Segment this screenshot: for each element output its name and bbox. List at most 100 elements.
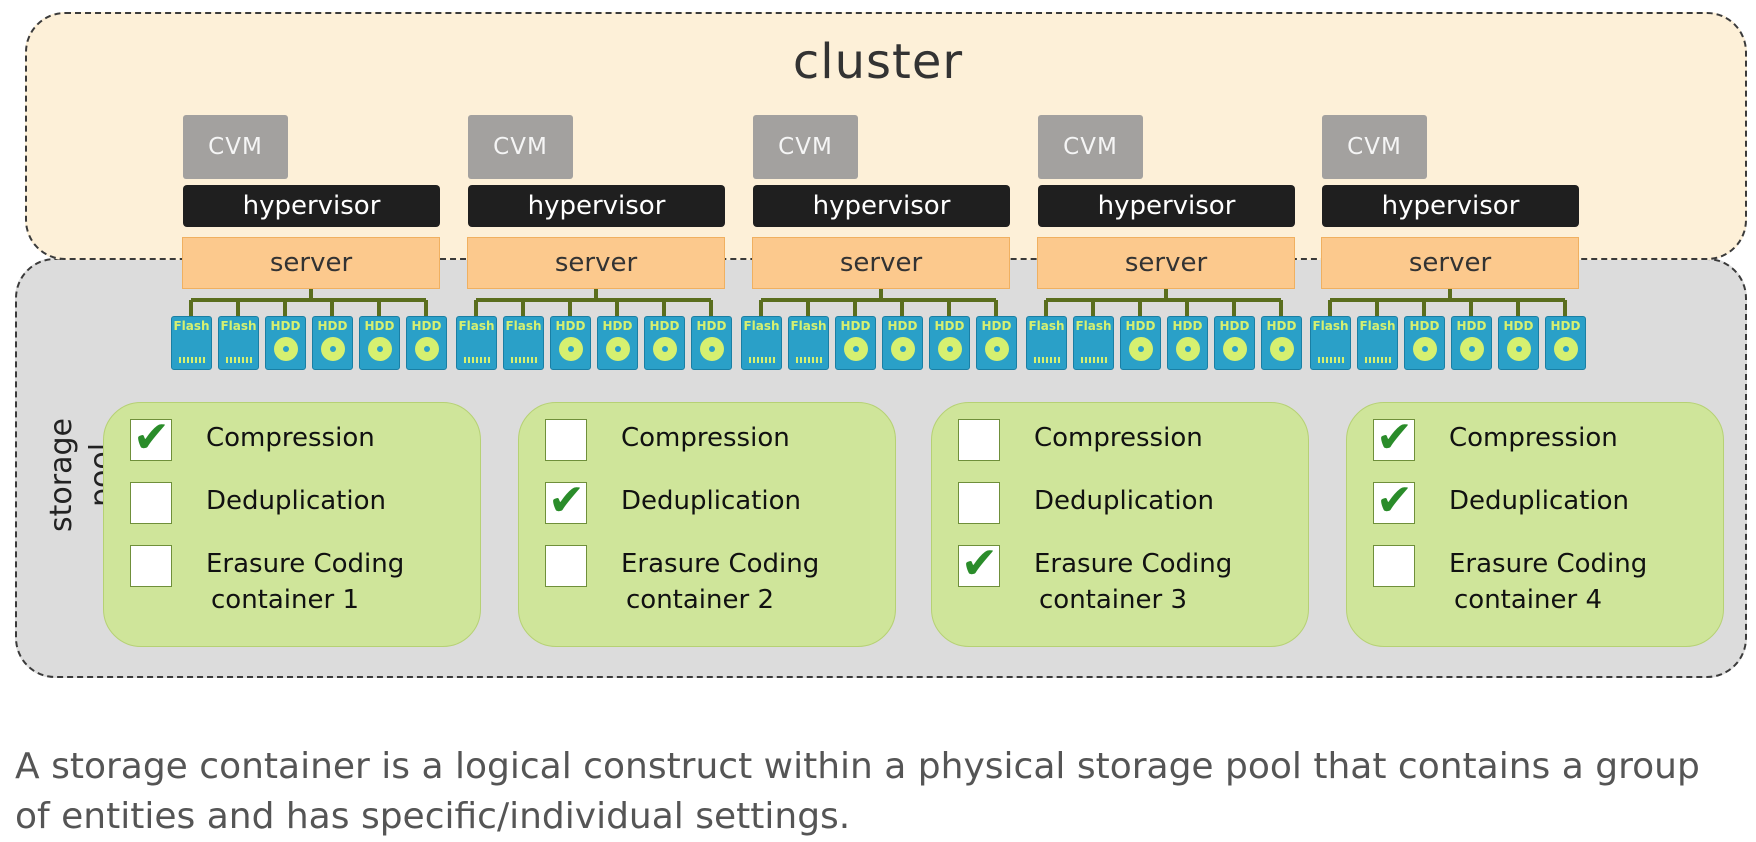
flash-disk-icon: Flash xyxy=(456,316,497,370)
platter-icon xyxy=(985,337,1009,361)
hdd-disk-icon: HDD xyxy=(1404,316,1445,370)
disk-label: Flash xyxy=(1028,319,1065,333)
flash-disk-icon: Flash xyxy=(788,316,829,370)
option-checkbox[interactable]: ✔ xyxy=(1373,475,1415,526)
hypervisor-block: hypervisor xyxy=(183,185,440,227)
disk-label: HDD xyxy=(1125,319,1156,333)
option-checkbox[interactable] xyxy=(130,545,172,587)
option-checkbox[interactable] xyxy=(130,482,172,524)
option-checkbox[interactable] xyxy=(958,419,1000,461)
checkmark-icon: ✔ xyxy=(961,538,998,589)
platter-icon xyxy=(1413,337,1437,361)
hdd-disk-icon: HDD xyxy=(691,316,732,370)
option-checkbox[interactable]: ✔ xyxy=(545,475,587,526)
cluster-label: cluster xyxy=(792,34,964,90)
option-label: Deduplication xyxy=(621,486,801,516)
platter-icon xyxy=(1223,337,1247,361)
platter-icon xyxy=(1176,337,1200,361)
cvm-block: CVM xyxy=(1038,115,1143,179)
platter-icon xyxy=(1554,337,1578,361)
disk-label: HDD xyxy=(602,319,633,333)
option-checkbox[interactable] xyxy=(545,419,587,461)
platter-icon xyxy=(938,337,962,361)
chip-icon xyxy=(749,357,776,363)
hdd-disk-icon: HDD xyxy=(1167,316,1208,370)
cvm-block: CVM xyxy=(753,115,858,179)
disk-label: Flash xyxy=(790,319,827,333)
option-checkbox[interactable] xyxy=(545,545,587,587)
checkmark-icon: ✔ xyxy=(1376,475,1413,526)
platter-icon xyxy=(606,337,630,361)
platter-icon xyxy=(700,337,724,361)
chip-icon xyxy=(1365,357,1392,363)
flash-disk-icon: Flash xyxy=(171,316,212,370)
hdd-disk-icon: HDD xyxy=(1451,316,1492,370)
flash-disk-icon: Flash xyxy=(1026,316,1067,370)
hdd-disk-icon: HDD xyxy=(1261,316,1302,370)
server-block: server xyxy=(1321,237,1579,289)
flash-disk-icon: Flash xyxy=(1073,316,1114,370)
disk-label: Flash xyxy=(1312,319,1349,333)
chip-icon xyxy=(1081,357,1108,363)
disk-label: Flash xyxy=(505,319,542,333)
disk-label: HDD xyxy=(270,319,301,333)
hdd-disk-icon: HDD xyxy=(265,316,306,370)
option-checkbox[interactable]: ✔ xyxy=(1373,416,1415,461)
platter-icon xyxy=(844,337,868,361)
hdd-disk-icon: HDD xyxy=(406,316,447,370)
hdd-disk-icon: HDD xyxy=(1120,316,1161,370)
option-label: Erasure Coding xyxy=(1449,549,1648,579)
disk-label: HDD xyxy=(1503,319,1534,333)
platter-icon xyxy=(1507,337,1531,361)
platter-icon xyxy=(1460,337,1484,361)
option-label: Deduplication xyxy=(1034,486,1214,516)
hypervisor-block: hypervisor xyxy=(1322,185,1579,227)
container-name: container 2 xyxy=(626,585,775,615)
flash-disk-icon: Flash xyxy=(503,316,544,370)
disk-label: HDD xyxy=(1409,319,1440,333)
chip-icon xyxy=(464,357,491,363)
hypervisor-block: hypervisor xyxy=(753,185,1010,227)
platter-icon xyxy=(368,337,392,361)
server-block: server xyxy=(467,237,725,289)
disk-label: HDD xyxy=(934,319,965,333)
disk-label: Flash xyxy=(743,319,780,333)
disk-label: HDD xyxy=(1219,319,1250,333)
disk-label: Flash xyxy=(1359,319,1396,333)
checkmark-icon: ✔ xyxy=(133,412,170,463)
cvm-block: CVM xyxy=(183,115,288,179)
platter-icon xyxy=(653,337,677,361)
flash-disk-icon: Flash xyxy=(1310,316,1351,370)
platter-icon xyxy=(1270,337,1294,361)
platter-icon xyxy=(559,337,583,361)
platter-icon xyxy=(321,337,345,361)
platter-icon xyxy=(415,337,439,361)
disk-label: HDD xyxy=(696,319,727,333)
disk-label: Flash xyxy=(1075,319,1112,333)
option-label: Compression xyxy=(621,423,790,453)
hdd-disk-icon: HDD xyxy=(597,316,638,370)
hdd-disk-icon: HDD xyxy=(835,316,876,370)
checkmark-icon: ✔ xyxy=(548,475,585,526)
disk-label: HDD xyxy=(1172,319,1203,333)
option-checkbox[interactable]: ✔ xyxy=(130,412,172,463)
flash-disk-icon: Flash xyxy=(218,316,259,370)
platter-icon xyxy=(1129,337,1153,361)
disk-label: HDD xyxy=(1456,319,1487,333)
chip-icon xyxy=(511,357,538,363)
option-checkbox[interactable] xyxy=(1373,545,1415,587)
hdd-disk-icon: HDD xyxy=(1498,316,1539,370)
disk-label: Flash xyxy=(458,319,495,333)
option-label: Erasure Coding xyxy=(621,549,820,579)
flash-disk-icon: Flash xyxy=(741,316,782,370)
option-label: Deduplication xyxy=(206,486,386,516)
hdd-disk-icon: HDD xyxy=(550,316,591,370)
server-block: server xyxy=(182,237,440,289)
caption-text: A storage container is a logical constru… xyxy=(15,746,1700,837)
hypervisor-block: hypervisor xyxy=(1038,185,1295,227)
option-checkbox[interactable] xyxy=(958,482,1000,524)
option-checkbox[interactable]: ✔ xyxy=(958,538,1000,589)
hdd-disk-icon: HDD xyxy=(929,316,970,370)
option-label: Deduplication xyxy=(1449,486,1629,516)
hdd-disk-icon: HDD xyxy=(976,316,1017,370)
